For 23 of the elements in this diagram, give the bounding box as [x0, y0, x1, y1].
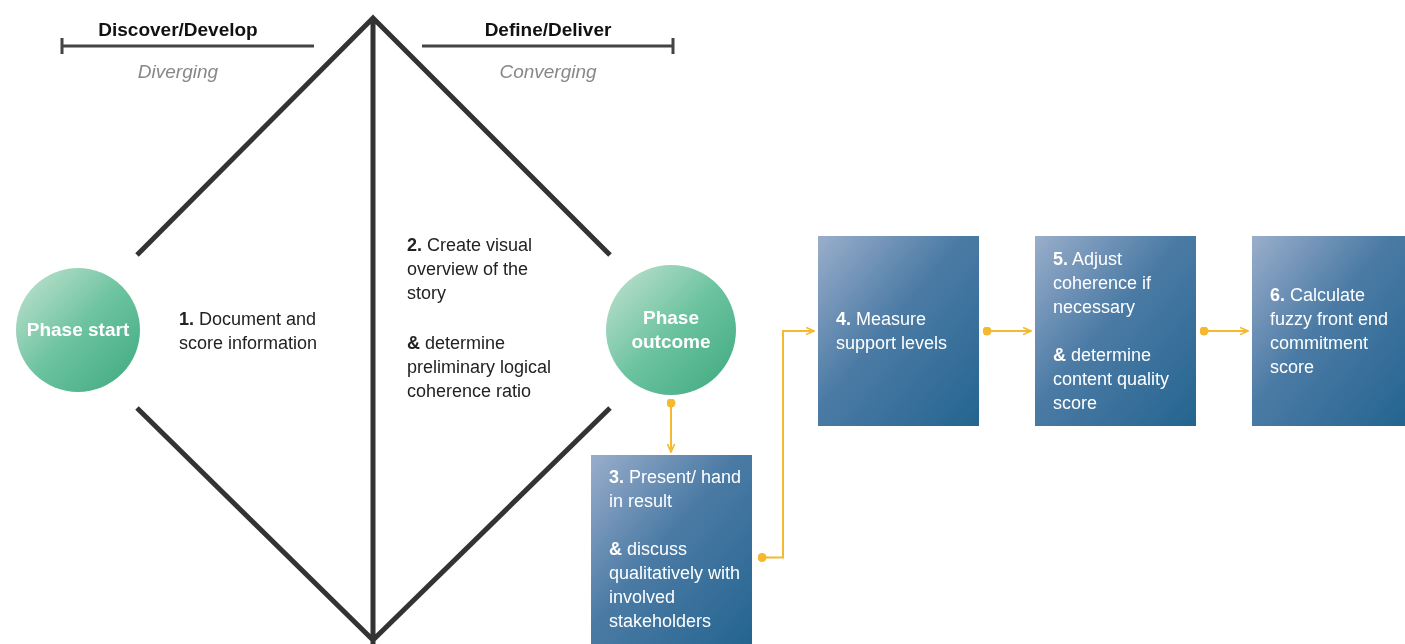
step-text: 4. Measure support levels — [836, 308, 949, 355]
arrow — [982, 326, 1032, 336]
step-text: 5. Adjust coherence if necessary — [1053, 248, 1153, 319]
step-text: & determine preliminary logical coherence ratio — [407, 332, 553, 403]
step-text: 2. Create visual overview of the story — [407, 234, 534, 305]
step-text: 3. Present/ hand in result — [609, 466, 743, 513]
arrow — [1199, 326, 1249, 336]
step-text: 1. Document and score information — [179, 308, 319, 355]
arrow — [757, 326, 815, 562]
phase-label: Phase outcome — [630, 306, 712, 354]
step-box — [591, 455, 752, 644]
step-text: & determine content quality score — [1053, 344, 1171, 415]
phase-label: Phase start — [25, 318, 131, 342]
phase-heading: Discover/Develop — [97, 18, 259, 42]
phase-subheading: Diverging — [136, 60, 220, 84]
step-text: & discuss qualitatively with involved stakeholders — [609, 538, 742, 633]
step-box — [1035, 236, 1196, 426]
step-text: 6. Calculate fuzzy front end commitment score — [1270, 284, 1390, 379]
step-box — [818, 236, 979, 426]
arrow — [666, 398, 676, 453]
phase-heading: Define/Deliver — [483, 18, 613, 42]
step-box — [1252, 236, 1405, 426]
phase-subheading: Converging — [498, 60, 598, 84]
